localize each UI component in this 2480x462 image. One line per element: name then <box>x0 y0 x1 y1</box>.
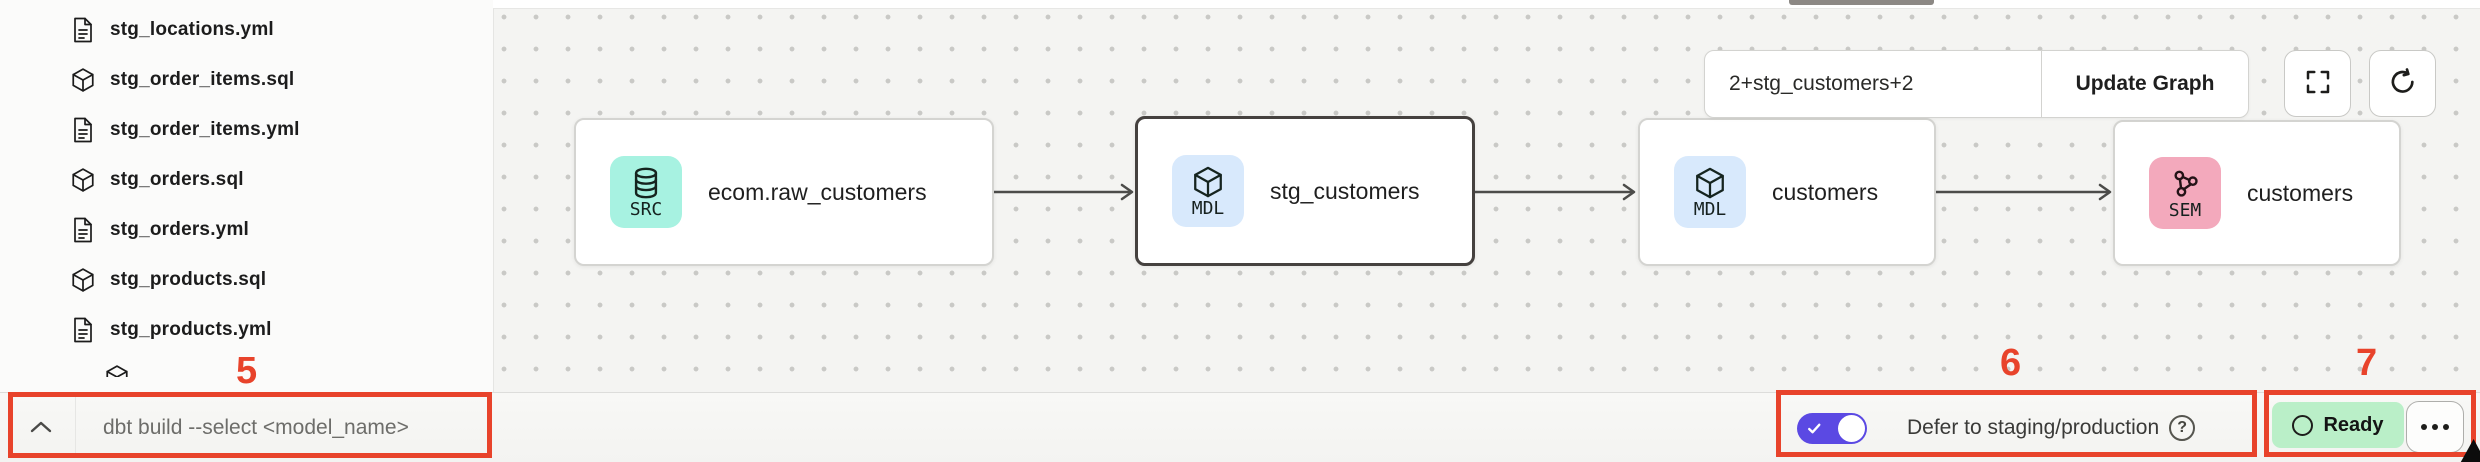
defer-label: Defer to staging/production <box>1907 416 2160 439</box>
lineage-canvas[interactable]: SRC ecom.raw_customers MDL stg_customers… <box>493 8 2480 392</box>
document-icon <box>70 217 96 243</box>
file-item-stg-order-items-sql[interactable]: stg_order_items.sql <box>0 55 493 105</box>
node-name: ecom.raw_customers <box>708 178 927 205</box>
node-model-stg-customers[interactable]: MDL stg_customers <box>1135 116 1475 266</box>
node-source-ecom-raw-customers[interactable]: SRC ecom.raw_customers <box>574 118 994 266</box>
file-item-stg-products-yml[interactable]: stg_products.yml <box>0 305 493 355</box>
dbt-command-input[interactable] <box>103 393 803 462</box>
node-model-customers[interactable]: MDL customers <box>1638 118 1936 266</box>
update-graph-button[interactable]: Update Graph <box>2042 51 2248 117</box>
file-explorer: stg_locations.yml stg_order_items.sql <box>0 0 493 392</box>
edge-stg-customers-to-customers <box>1473 183 1636 201</box>
node-name: customers <box>2247 179 2354 206</box>
badge-label: SRC <box>629 198 663 220</box>
file-item-stg-orders-sql[interactable]: stg_orders.sql <box>0 155 493 205</box>
file-name: stg_locations.yml <box>110 19 274 40</box>
command-bar: Defer to staging/production ? <box>0 392 2480 462</box>
file-item-stg-order-items-yml[interactable]: stg_order_items.yml <box>0 105 493 155</box>
file-name: stg_products.sql <box>110 269 267 290</box>
check-icon <box>1806 420 1823 442</box>
model-badge: MDL <box>1674 156 1746 228</box>
status-label: Ready <box>2323 413 2384 436</box>
document-icon <box>70 117 96 143</box>
selector-input[interactable] <box>1705 51 2041 117</box>
refresh-icon <box>2387 66 2419 101</box>
graph-selector-group: Update Graph <box>1704 50 2249 118</box>
defer-controls: Defer to staging/production ? <box>1797 393 2196 462</box>
fullscreen-icon <box>2303 67 2333 100</box>
model-badge: MDL <box>1172 155 1244 227</box>
more-options-button[interactable] <box>2406 401 2464 453</box>
defer-toggle[interactable] <box>1797 412 1867 444</box>
divider <box>2041 51 2042 117</box>
file-name: stg_orders.yml <box>110 219 250 240</box>
document-icon <box>70 317 96 343</box>
help-icon[interactable]: ? <box>2169 415 2196 441</box>
edge-src-to-stg-customers <box>991 183 1134 201</box>
node-name: stg_customers <box>1270 177 1420 204</box>
refresh-button[interactable] <box>2369 50 2436 117</box>
node-name: customers <box>1772 178 1879 205</box>
model-cube-icon <box>70 67 96 93</box>
divider <box>75 397 76 458</box>
horizontal-scrollbar-thumb[interactable] <box>1789 0 1934 5</box>
file-name: stg_products.yml <box>110 319 272 340</box>
file-item-stg-orders-yml[interactable]: stg_orders.yml <box>0 205 493 255</box>
toggle-knob <box>1838 414 1865 442</box>
chevron-up-icon <box>29 420 53 437</box>
fullscreen-button[interactable] <box>2284 50 2351 117</box>
file-name: stg_orders.sql <box>110 169 244 190</box>
source-badge: SRC <box>610 156 682 228</box>
status-ring-icon <box>2292 414 2314 436</box>
model-cube-icon <box>70 267 96 293</box>
file-item-stg-locations-yml[interactable]: stg_locations.yml <box>0 5 493 55</box>
file-item-stg-products-sql[interactable]: stg_products.sql <box>0 255 493 305</box>
file-name: stg_order_items.sql <box>110 69 295 90</box>
file-item-clipped <box>104 364 134 377</box>
semantic-model-icon-badge: SEM <box>2149 157 2221 229</box>
edge-customers-to-sem-customers <box>1935 183 2112 201</box>
status-badge[interactable]: Ready <box>2272 402 2404 448</box>
model-cube-icon <box>70 167 96 193</box>
badge-label: MDL <box>1693 198 1727 220</box>
badge-label: MDL <box>1191 197 1225 219</box>
node-semantic-customers[interactable]: SEM customers <box>2113 120 2401 266</box>
file-list: stg_locations.yml stg_order_items.sql <box>0 5 493 355</box>
document-icon <box>70 17 96 43</box>
expand-command-panel-button[interactable] <box>20 407 62 449</box>
badge-label: SEM <box>2168 199 2202 221</box>
ellipsis-icon <box>2421 424 2449 430</box>
file-name: stg_order_items.yml <box>110 119 300 140</box>
